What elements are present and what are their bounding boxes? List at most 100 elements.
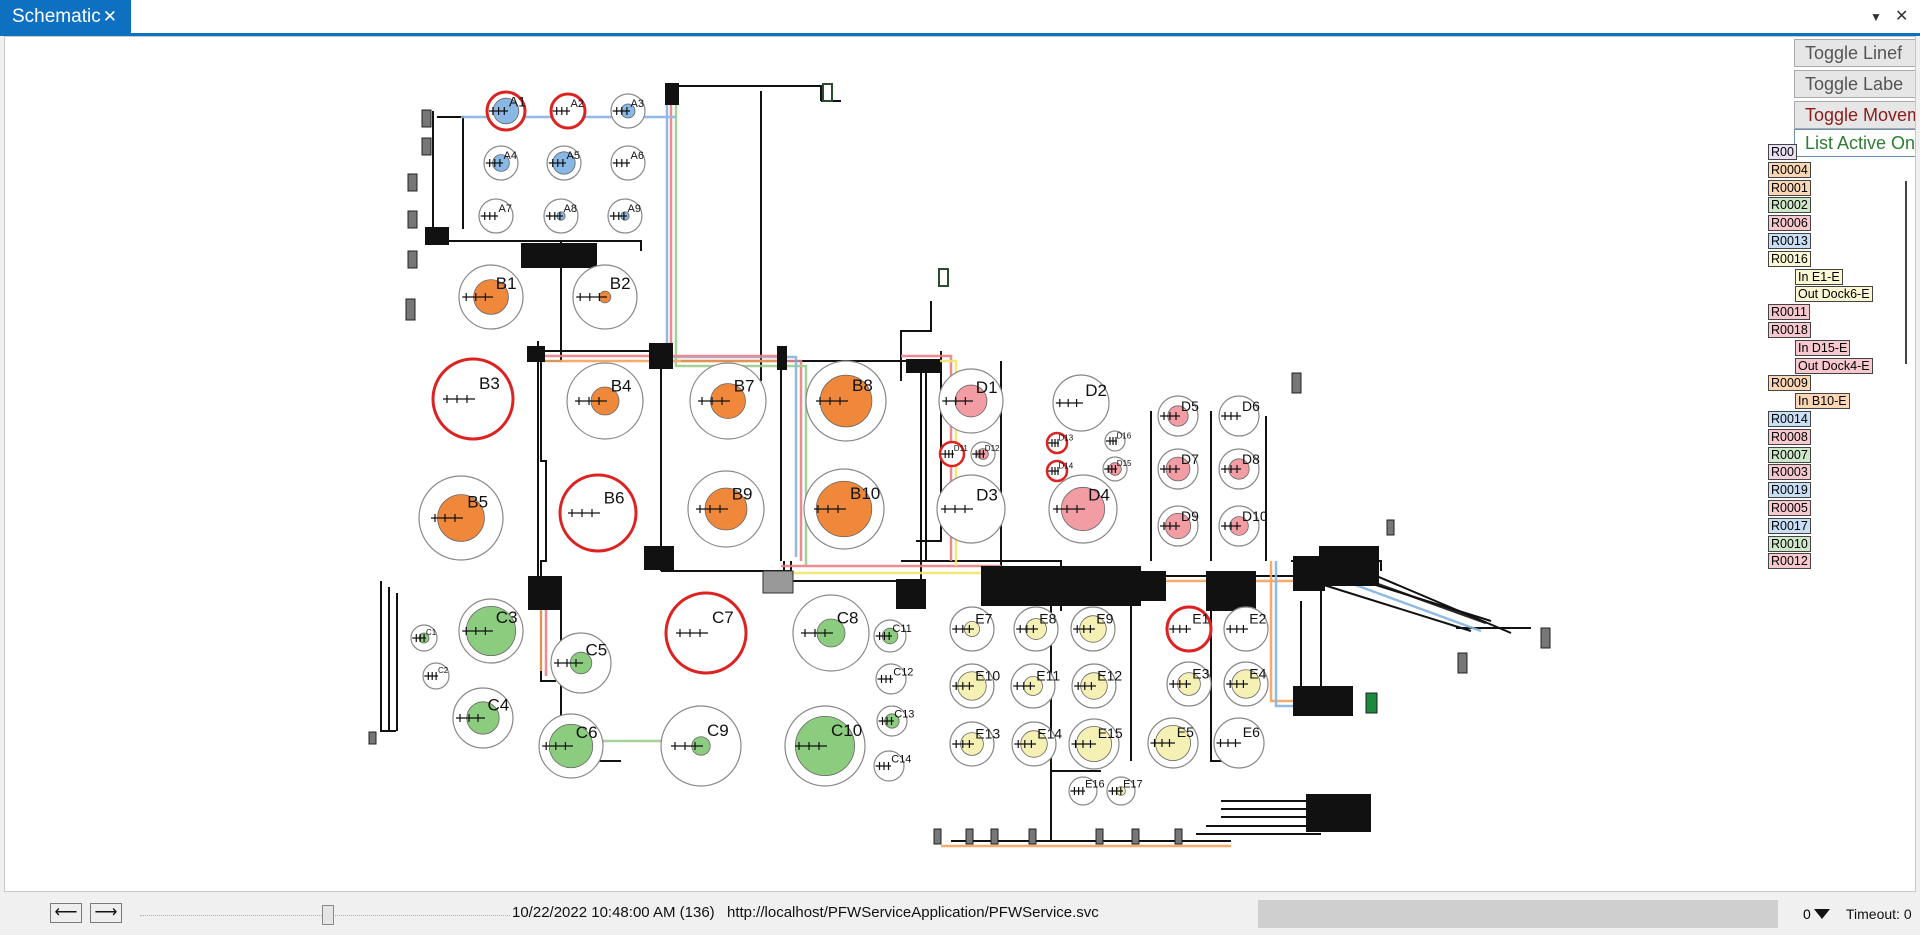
bin-e2[interactable]: E2: [1223, 606, 1269, 652]
list-active-only-button[interactable]: List Active Only: [1794, 129, 1915, 157]
tab-list-dropdown-icon[interactable]: ▼: [1870, 10, 1882, 24]
bin-c3[interactable]: C3: [458, 598, 524, 664]
route-item[interactable]: R0013: [1768, 233, 1811, 249]
bin-e10[interactable]: E10: [949, 663, 1000, 709]
route-item[interactable]: R0019: [1768, 482, 1811, 499]
bin-e14[interactable]: E14: [1011, 721, 1062, 767]
bin-c11[interactable]: C11: [873, 619, 912, 653]
bin-b1[interactable]: B1: [458, 264, 524, 330]
count-dropdown-icon[interactable]: [1814, 909, 1830, 919]
route-item[interactable]: R0002: [1768, 197, 1811, 214]
bin-e5[interactable]: E5: [1147, 717, 1199, 769]
route-list-scrollbar[interactable]: [1905, 181, 1907, 364]
route-item[interactable]: R0017: [1768, 517, 1811, 534]
bin-b6[interactable]: B6: [558, 473, 638, 553]
bin-c8[interactable]: C8: [792, 594, 870, 672]
bin-a2[interactable]: A2: [549, 92, 587, 130]
bin-c2[interactable]: C2: [422, 662, 450, 690]
route-item[interactable]: R0003: [1768, 464, 1811, 481]
route-item[interactable]: R0010: [1768, 535, 1811, 552]
bin-e8[interactable]: E8: [1013, 606, 1059, 652]
bin-e12[interactable]: E12: [1071, 663, 1122, 709]
bin-a7[interactable]: A7: [478, 198, 514, 234]
bin-a3[interactable]: A3: [610, 93, 646, 129]
bin-e15[interactable]: E15: [1068, 718, 1123, 770]
route-item[interactable]: R0008: [1768, 428, 1811, 445]
schematic-diagram[interactable]: A1A2A3A4A5A6A7A8A9B1B2B3B4B5B6B7B8B9B10C…: [4, 36, 1916, 892]
route-item[interactable]: R0006: [1768, 215, 1811, 232]
bin-d15[interactable]: D15: [1102, 456, 1132, 482]
bin-c7[interactable]: C7: [664, 591, 748, 675]
bin-e16[interactable]: E16: [1068, 776, 1105, 806]
route-stop-item[interactable]: In E1-E: [1795, 268, 1843, 285]
bin-e4[interactable]: E4: [1223, 661, 1269, 707]
bin-b4[interactable]: B4: [566, 362, 644, 440]
bin-e13[interactable]: E13: [949, 721, 1000, 767]
step-forward-button[interactable]: ⟶: [90, 903, 122, 923]
bin-c6[interactable]: C6: [538, 713, 604, 779]
toggle-labels-button[interactable]: Toggle Labe: [1794, 70, 1915, 98]
bin-a1[interactable]: A1: [485, 90, 527, 132]
bin-d1[interactable]: D1: [938, 368, 1004, 434]
bin-e6[interactable]: E6: [1213, 717, 1265, 769]
route-stop-item[interactable]: In B10-E: [1795, 393, 1850, 410]
bin-c10[interactable]: C10: [784, 705, 866, 787]
tab-close-icon[interactable]: ✕: [102, 7, 117, 26]
bin-b9[interactable]: B9: [687, 470, 765, 548]
bin-d6[interactable]: D6: [1218, 395, 1260, 437]
bin-d11[interactable]: D11: [938, 440, 968, 468]
route-item[interactable]: R0007: [1768, 446, 1811, 463]
bin-d16[interactable]: D16: [1104, 430, 1132, 452]
tab-schematic[interactable]: Schematic ✕: [0, 0, 131, 33]
bin-b10[interactable]: B10: [803, 468, 885, 550]
bin-d14[interactable]: D14: [1045, 459, 1074, 483]
bin-d7[interactable]: D7: [1157, 448, 1199, 490]
route-item[interactable]: R0018: [1768, 322, 1811, 338]
bin-a9[interactable]: A9: [607, 198, 643, 234]
bin-e3[interactable]: E3: [1166, 661, 1212, 707]
bin-c14[interactable]: C14: [873, 750, 911, 782]
bin-a8[interactable]: A8: [543, 198, 579, 234]
window-close-icon[interactable]: ✕: [1895, 8, 1909, 25]
bin-d2[interactable]: D2: [1052, 374, 1110, 432]
toggle-movement-button[interactable]: Toggle Movem: [1794, 101, 1915, 129]
bin-b2[interactable]: B2: [572, 264, 638, 330]
bin-e9[interactable]: E9: [1070, 606, 1116, 652]
bin-d9[interactable]: D9: [1157, 505, 1199, 547]
bin-e7[interactable]: E7: [949, 606, 995, 652]
bin-d5[interactable]: D5: [1157, 395, 1199, 437]
route-stop-item[interactable]: Out Dock4-E: [1795, 357, 1873, 374]
route-item[interactable]: R0001: [1768, 179, 1811, 196]
bin-c4[interactable]: C4: [452, 687, 514, 749]
bin-e17[interactable]: E17: [1106, 776, 1143, 806]
bin-d13[interactable]: D13: [1045, 431, 1074, 455]
bin-d8[interactable]: D8: [1218, 448, 1260, 490]
bin-d10[interactable]: D10: [1218, 505, 1268, 547]
route-stop-item[interactable]: In D15-E: [1795, 339, 1851, 356]
bin-a5[interactable]: A5: [546, 145, 582, 181]
route-item[interactable]: R0012: [1768, 553, 1811, 570]
bin-c12[interactable]: C12: [875, 663, 913, 695]
toggle-linefill-button[interactable]: Toggle Linef: [1794, 39, 1915, 67]
route-item[interactable]: R0005: [1768, 500, 1811, 516]
bin-c9[interactable]: C9: [660, 705, 742, 787]
route-item[interactable]: R0009: [1768, 375, 1811, 392]
route-item[interactable]: R0011: [1768, 304, 1810, 321]
route-item[interactable]: R0016: [1768, 250, 1811, 267]
route-item[interactable]: R00: [1768, 144, 1797, 160]
bin-d12[interactable]: D12: [970, 441, 1000, 467]
time-slider-thumb[interactable]: [322, 905, 334, 925]
bin-c5[interactable]: C5: [550, 632, 612, 694]
bin-e1[interactable]: E1: [1165, 605, 1213, 653]
bin-c1[interactable]: C1: [410, 624, 438, 652]
bin-a6[interactable]: A6: [610, 145, 646, 181]
bin-b3[interactable]: B3: [431, 357, 515, 441]
step-back-button[interactable]: ⟵: [50, 903, 82, 923]
bin-d3[interactable]: D3: [936, 474, 1006, 544]
bin-a4[interactable]: A4: [483, 145, 519, 181]
bin-b7[interactable]: B7: [689, 362, 767, 440]
bin-b8[interactable]: B8: [805, 360, 887, 442]
route-item[interactable]: R0004: [1768, 161, 1811, 178]
bin-e11[interactable]: E11: [1010, 663, 1060, 709]
